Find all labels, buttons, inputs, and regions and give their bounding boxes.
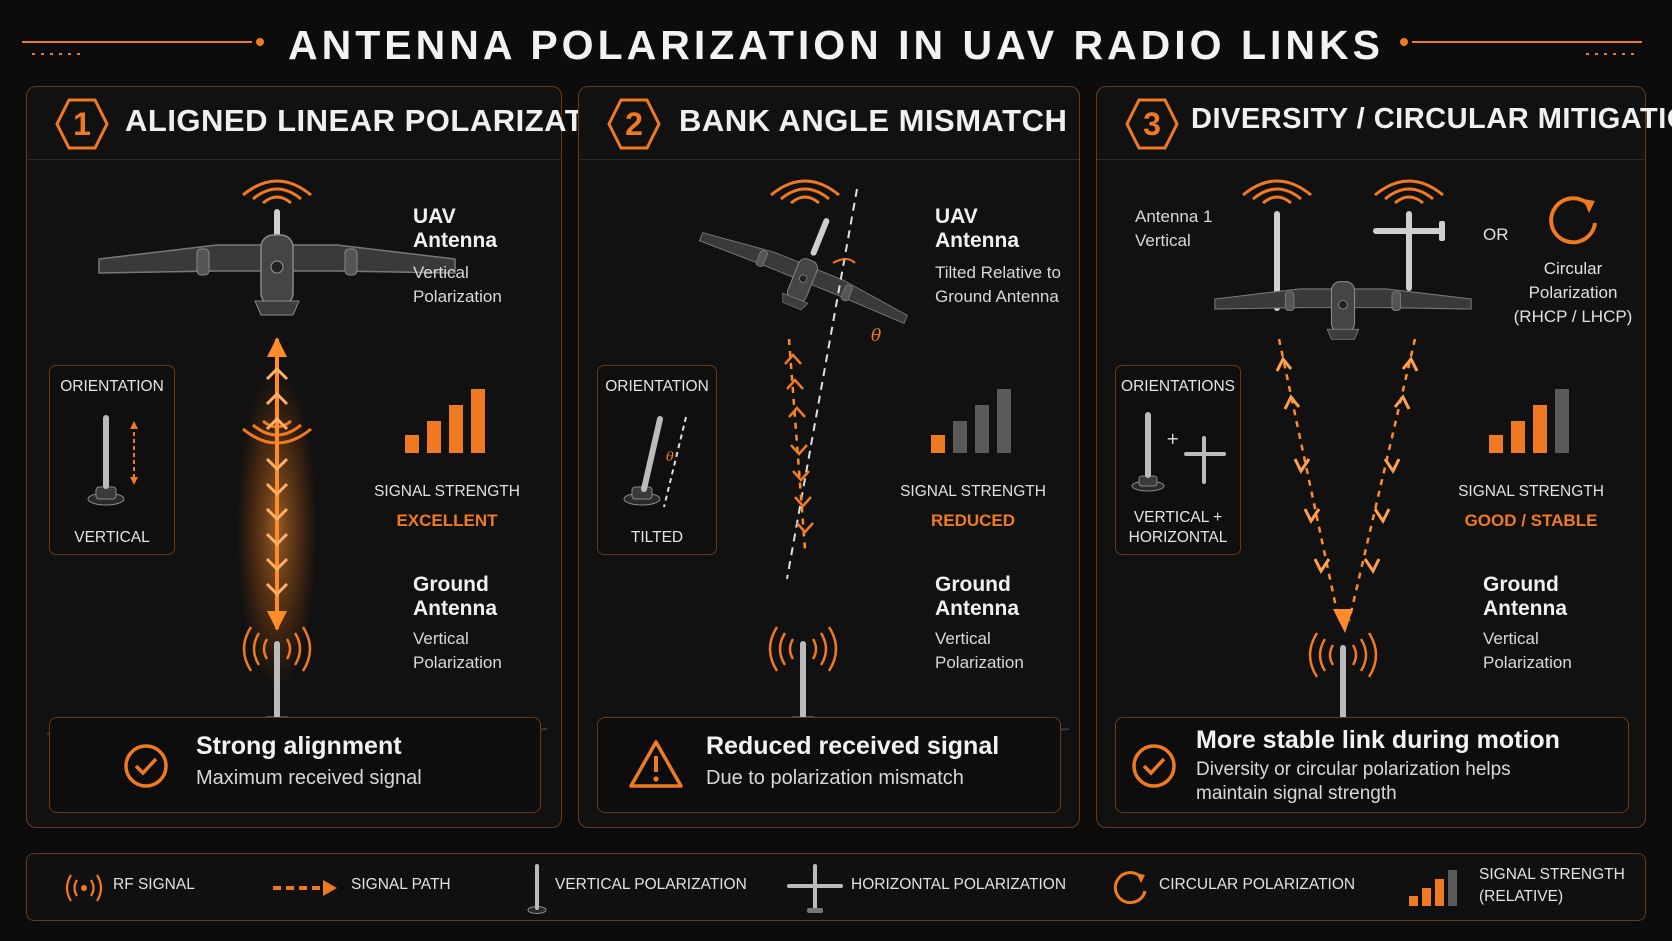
status-title: More stable link during motion (1196, 726, 1560, 754)
panel-aligned-linear: 1 ALIGNED LINEAR POLARIZATION UAV Antenn… (26, 86, 640, 828)
status-subtitle: Diversity or circular polarization helps… (1196, 759, 1511, 804)
status-box: Strong alignment Maximum received signal (49, 717, 541, 813)
horizontal-antenna-icon (787, 864, 843, 913)
status-box: More stable link during motion Diversity… (1115, 717, 1629, 813)
orientation-title: ORIENTATION (60, 378, 164, 395)
uav-antenna-label: UAV Antenna (413, 205, 497, 252)
legend-label: VERTICAL POLARIZATION (555, 876, 747, 893)
signal-strength-label: SIGNAL STRENGTH (374, 483, 520, 500)
panel-number: 3 (1143, 106, 1161, 142)
orientation-box: ORIENTATION θ TILTED (597, 365, 717, 555)
signal-strength-value: REDUCED (930, 511, 1016, 530)
vertical-antenna-icon (527, 864, 547, 914)
status-subtitle: Maximum received signal (196, 767, 422, 789)
ground-antenna-polarization: Vertical Polarization (1483, 629, 1572, 672)
title-deco-left (22, 38, 264, 55)
panel-diversity-circular: 3 DIVERSITY / CIRCULAR MITIGATION Antenn… (1096, 86, 1672, 828)
rf-signal-icon (65, 874, 103, 902)
angle-symbol: θ (871, 326, 881, 346)
orientation-box: ORIENTATION VERTICAL (49, 365, 175, 555)
legend-bar: RF SIGNAL SIGNAL PATH VERTICAL POLARIZAT… (26, 853, 1646, 921)
ground-antenna-label: Ground Antenna (935, 573, 1019, 620)
hexagon-badge-icon (1125, 98, 1179, 150)
circular-arrow-icon (1549, 196, 1597, 245)
vertical-horizontal-antenna-icon: + (1131, 412, 1226, 492)
panel-header: 3 DIVERSITY / CIRCULAR MITIGATION (1097, 87, 1672, 160)
signal-strength-label: SIGNAL STRENGTH (900, 483, 1046, 500)
panel-title: ALIGNED LINEAR POLARIZATION (125, 103, 641, 138)
legend-label: SIGNAL PATH (351, 876, 451, 893)
legend-item-vertical: VERTICAL POLARIZATION (525, 854, 755, 920)
uav-antenna-polarization: Vertical Polarization (413, 263, 502, 306)
vertical-antenna-icon (87, 415, 138, 506)
ground-antenna-polarization: Vertical Polarization (413, 629, 502, 672)
panel-number: 2 (625, 106, 643, 142)
title-deco-right (1400, 38, 1642, 55)
check-circle-icon (124, 744, 168, 788)
orientation-foot: VERTICAL (74, 529, 150, 546)
signal-bars-icon (1409, 870, 1457, 906)
signal-strength-label: SIGNAL STRENGTH (1458, 483, 1604, 500)
panel-header: 2 BANK ANGLE MISMATCH (579, 87, 1079, 160)
or-text: OR (1483, 225, 1509, 244)
panel-bank-angle: 2 BANK ANGLE MISMATCH θ UAV Antenna Tilt… (578, 86, 1080, 828)
uav-antenna-tilt-note: Tilted Relative to Ground Antenna (935, 263, 1061, 306)
warning-triangle-icon (629, 740, 683, 788)
panel-title: DIVERSITY / CIRCULAR MITIGATION (1191, 103, 1672, 135)
ground-antenna-polarization: Vertical Polarization (935, 629, 1024, 672)
signal-bars-good (1489, 389, 1569, 453)
hexagon-badge-icon (55, 98, 109, 150)
legend-item-signal-strength: SIGNAL STRENGTH (RELATIVE) (1407, 854, 1637, 920)
legend-label: HORIZONTAL POLARIZATION (851, 876, 1067, 893)
status-subtitle: Due to polarization mismatch (706, 767, 964, 789)
circular-arrow-icon (1113, 871, 1147, 905)
orientation-title: ORIENTATIONS (1121, 378, 1235, 395)
legend-label: CIRCULAR POLARIZATION (1159, 876, 1356, 893)
signal-bars-reduced (931, 389, 1011, 453)
signal-strength-value: GOOD / STABLE (1464, 511, 1598, 530)
legend-item-horizontal: HORIZONTAL POLARIZATION (785, 854, 1066, 920)
status-title: Strong alignment (196, 732, 402, 760)
legend-item-rf-signal: RF SIGNAL (61, 854, 241, 920)
uav-antenna-label: UAV Antenna (935, 205, 1019, 252)
legend-label: RF SIGNAL (113, 876, 195, 893)
orientation-foot: TILTED (630, 529, 684, 546)
circular-polarization-label: Circular Polarization (RHCP / LHCP) (1513, 259, 1633, 326)
orientation-foot: VERTICAL + HORIZONTAL (1128, 509, 1228, 546)
status-title: Reduced received signal (706, 732, 1000, 760)
hexagon-badge-icon (607, 98, 661, 150)
legend-label: SIGNAL STRENGTH (RELATIVE) (1479, 866, 1625, 905)
page-title: ANTENNA POLARIZATION IN UAV RADIO LINKS (288, 22, 1384, 68)
legend-item-circular: CIRCULAR POLARIZATION (1109, 854, 1355, 920)
panel-header: 1 ALIGNED LINEAR POLARIZATION (27, 87, 640, 160)
legend-item-signal-path: SIGNAL PATH (271, 854, 471, 920)
svg-text:+: + (1166, 429, 1179, 448)
panel-number: 1 (73, 106, 91, 142)
aligned-illustration (46, 179, 548, 740)
signal-bars-excellent (405, 389, 485, 453)
check-circle-icon (1132, 744, 1176, 788)
antenna1-label: Antenna 1 Vertical (1135, 207, 1213, 250)
tilted-antenna-icon: θ (623, 416, 687, 508)
signal-path-arrow-icon (273, 880, 337, 896)
orientation-box: ORIENTATIONS + VERTICAL + HORIZONTAL (1115, 365, 1241, 555)
svg-text:θ: θ (666, 450, 674, 465)
ground-antenna-label: Ground Antenna (1483, 573, 1567, 620)
ground-antenna-label: Ground Antenna (413, 573, 497, 620)
signal-strength-value: EXCELLENT (396, 511, 498, 530)
orientation-title: ORIENTATION (605, 378, 709, 395)
panel-title: BANK ANGLE MISMATCH (679, 103, 1068, 138)
status-box: Reduced received signal Due to polarizat… (597, 717, 1061, 813)
